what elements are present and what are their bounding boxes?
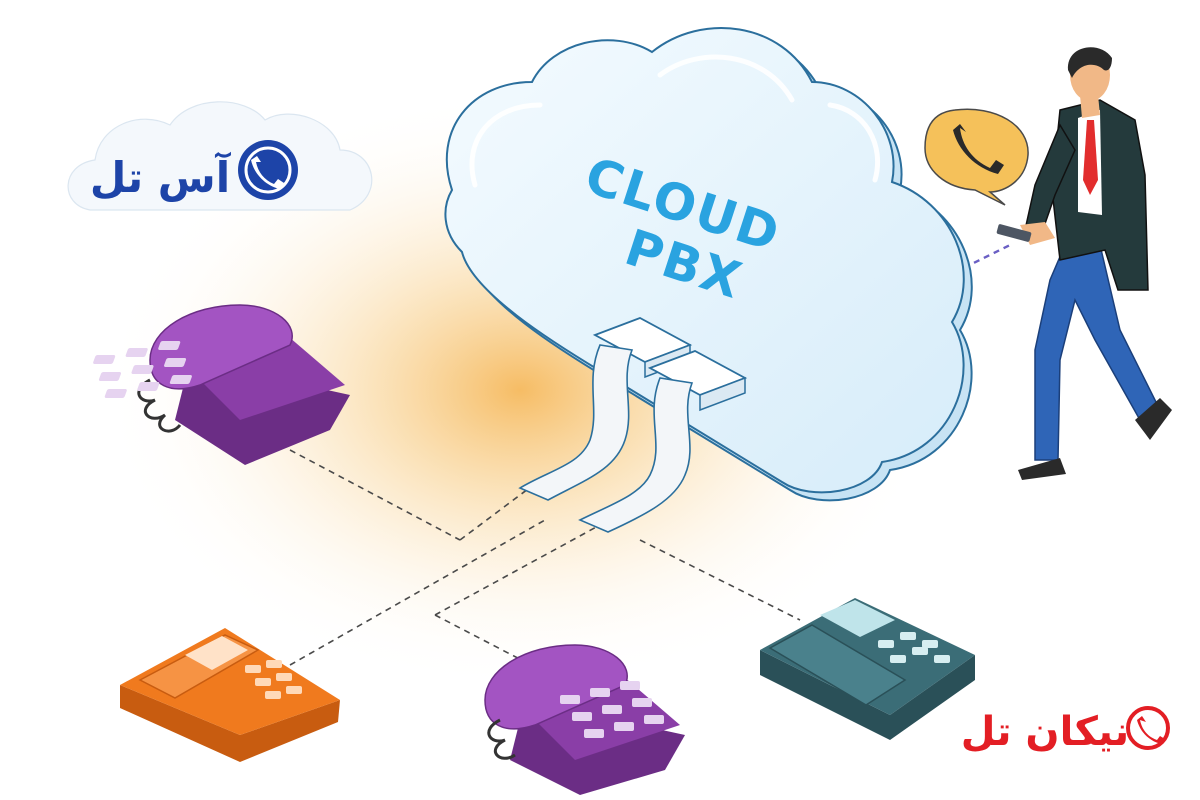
cloud-face — [444, 27, 965, 494]
logo-text-bottom-right: نیکان تل — [961, 709, 1129, 755]
logo-cloud — [67, 101, 373, 211]
logo-bottom-right: نیکان تل — [961, 706, 1170, 755]
line-hub-center — [434, 524, 601, 616]
cable-right — [578, 377, 694, 533]
man-tie — [1083, 120, 1098, 195]
phone-cord — [487, 718, 516, 760]
logo-top-left: آس تل — [67, 101, 373, 211]
cloud-ports — [592, 317, 748, 412]
smartphone — [996, 224, 1032, 242]
connector-lines — [289, 449, 801, 681]
cable-left — [518, 344, 634, 501]
line-teal-phone — [639, 539, 801, 621]
handset-icon — [1137, 716, 1165, 744]
phone-base-top — [120, 628, 340, 735]
cloud-pbx: CLOUD PBX — [444, 27, 973, 533]
phone-cord — [137, 378, 182, 433]
phone-circle-icon — [1126, 706, 1170, 750]
phone-handset — [149, 304, 293, 390]
phone-display — [820, 600, 895, 637]
bubble-shape — [924, 108, 1029, 206]
keypad — [878, 632, 950, 663]
man-hair — [1067, 47, 1112, 78]
phone-handset — [484, 644, 628, 730]
businessman — [996, 47, 1172, 480]
desk-phone-orange — [120, 628, 340, 762]
call-bubble — [924, 108, 1029, 206]
phone-base-side — [120, 685, 340, 762]
phone-call-icon — [953, 124, 1004, 174]
cloud-highlight — [469, 54, 881, 188]
man-legs — [1034, 244, 1162, 461]
line-orange-phone — [289, 519, 546, 666]
port-right-side — [699, 376, 746, 412]
phone-handset — [768, 624, 907, 706]
desk-phone-purple-bottom — [484, 644, 685, 795]
man-shoe-right — [1135, 398, 1172, 440]
logo-text-top-left: آس تل — [90, 152, 232, 202]
phone-display — [185, 636, 248, 670]
desk-phone-purple-top — [93, 304, 350, 465]
phone-circle-ring — [244, 146, 292, 194]
man-neck — [1080, 95, 1100, 118]
keypad — [93, 341, 192, 398]
man-shoe-left — [1018, 458, 1066, 480]
line-hub-left — [459, 479, 541, 541]
keypad — [245, 660, 302, 699]
desk-phone-teal — [760, 598, 975, 740]
line-purple-phone-bottom — [434, 614, 561, 681]
keypad — [560, 681, 664, 738]
phone-base-side — [760, 650, 975, 740]
handset-icon — [251, 156, 284, 189]
